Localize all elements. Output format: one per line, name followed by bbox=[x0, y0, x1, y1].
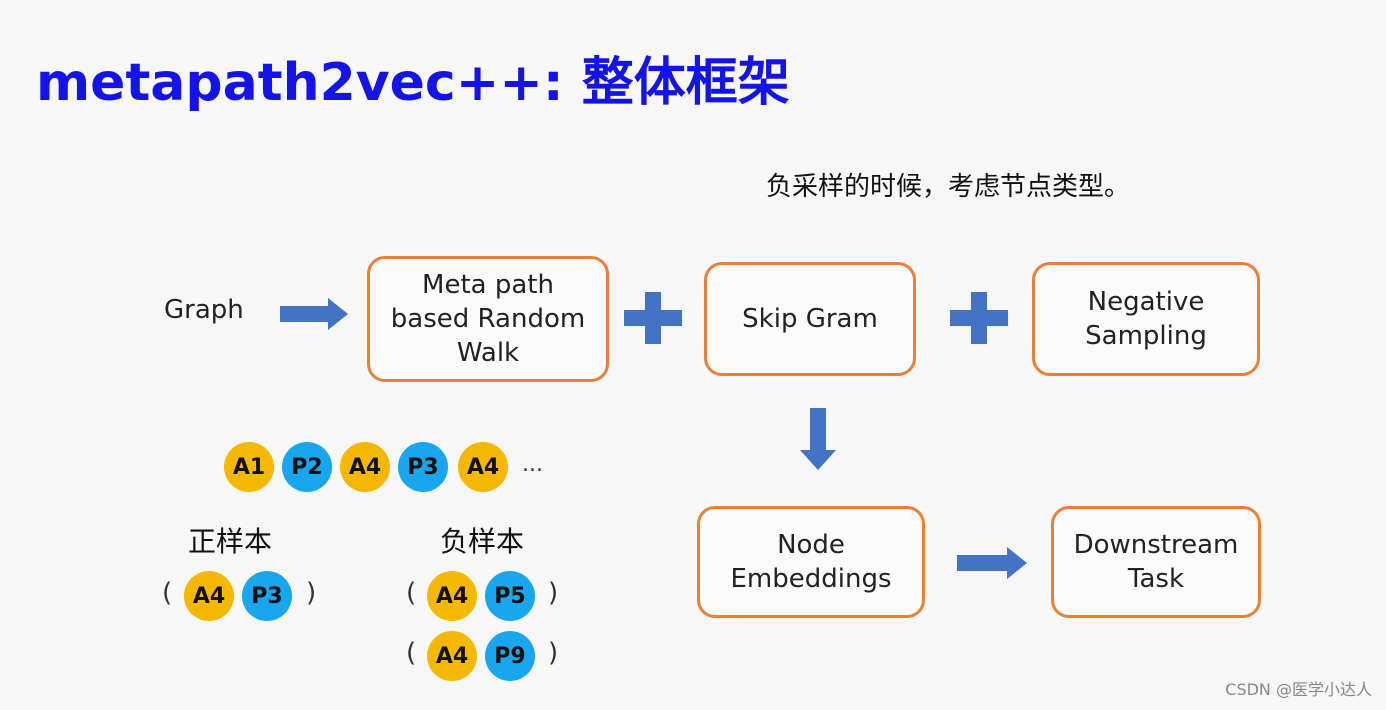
walk-node-author: A4 bbox=[340, 442, 390, 492]
watermark: CSDN @医学小达人 bbox=[1225, 680, 1372, 699]
negative-sampling-note: 负采样的时候，考虑节点类型。 bbox=[766, 172, 1131, 202]
node-embeddings-box: Node Embeddings bbox=[697, 506, 925, 618]
paren-open: ( bbox=[406, 638, 417, 668]
positive-node-paper: P3 bbox=[242, 571, 292, 621]
page-title: metapath2vec++: 整体框架 bbox=[36, 53, 790, 113]
positive-sample-label: 正样本 bbox=[188, 525, 273, 558]
meta-path-random-walk-box: Meta path based Random Walk bbox=[367, 256, 609, 382]
negative-node-paper: P5 bbox=[485, 571, 535, 621]
arrow-down-icon bbox=[800, 408, 836, 470]
downstream-task-box: Downstream Task bbox=[1051, 506, 1261, 618]
positive-node-author: A4 bbox=[184, 571, 234, 621]
walk-node-author: A1 bbox=[224, 442, 274, 492]
negative-node-paper: P9 bbox=[485, 631, 535, 681]
negative-sample-label: 负样本 bbox=[440, 525, 525, 558]
walk-node-paper: P2 bbox=[282, 442, 332, 492]
walk-node-author: A4 bbox=[458, 442, 508, 492]
paren-open: ( bbox=[406, 578, 417, 608]
graph-label: Graph bbox=[164, 295, 244, 325]
paren-close: ) bbox=[548, 578, 559, 608]
negative-sampling-box: Negative Sampling bbox=[1032, 262, 1260, 376]
plus-icon bbox=[950, 292, 1008, 344]
sequence-ellipsis: ... bbox=[522, 452, 543, 477]
paren-close: ) bbox=[548, 638, 559, 668]
walk-node-paper: P3 bbox=[398, 442, 448, 492]
paren-close: ) bbox=[306, 578, 317, 608]
paren-open: ( bbox=[162, 578, 173, 608]
negative-node-author: A4 bbox=[427, 631, 477, 681]
negative-node-author: A4 bbox=[427, 571, 477, 621]
skip-gram-box: Skip Gram bbox=[704, 262, 916, 376]
plus-icon bbox=[624, 292, 682, 344]
arrow-right-icon bbox=[280, 298, 348, 330]
arrow-right-icon bbox=[957, 547, 1027, 579]
